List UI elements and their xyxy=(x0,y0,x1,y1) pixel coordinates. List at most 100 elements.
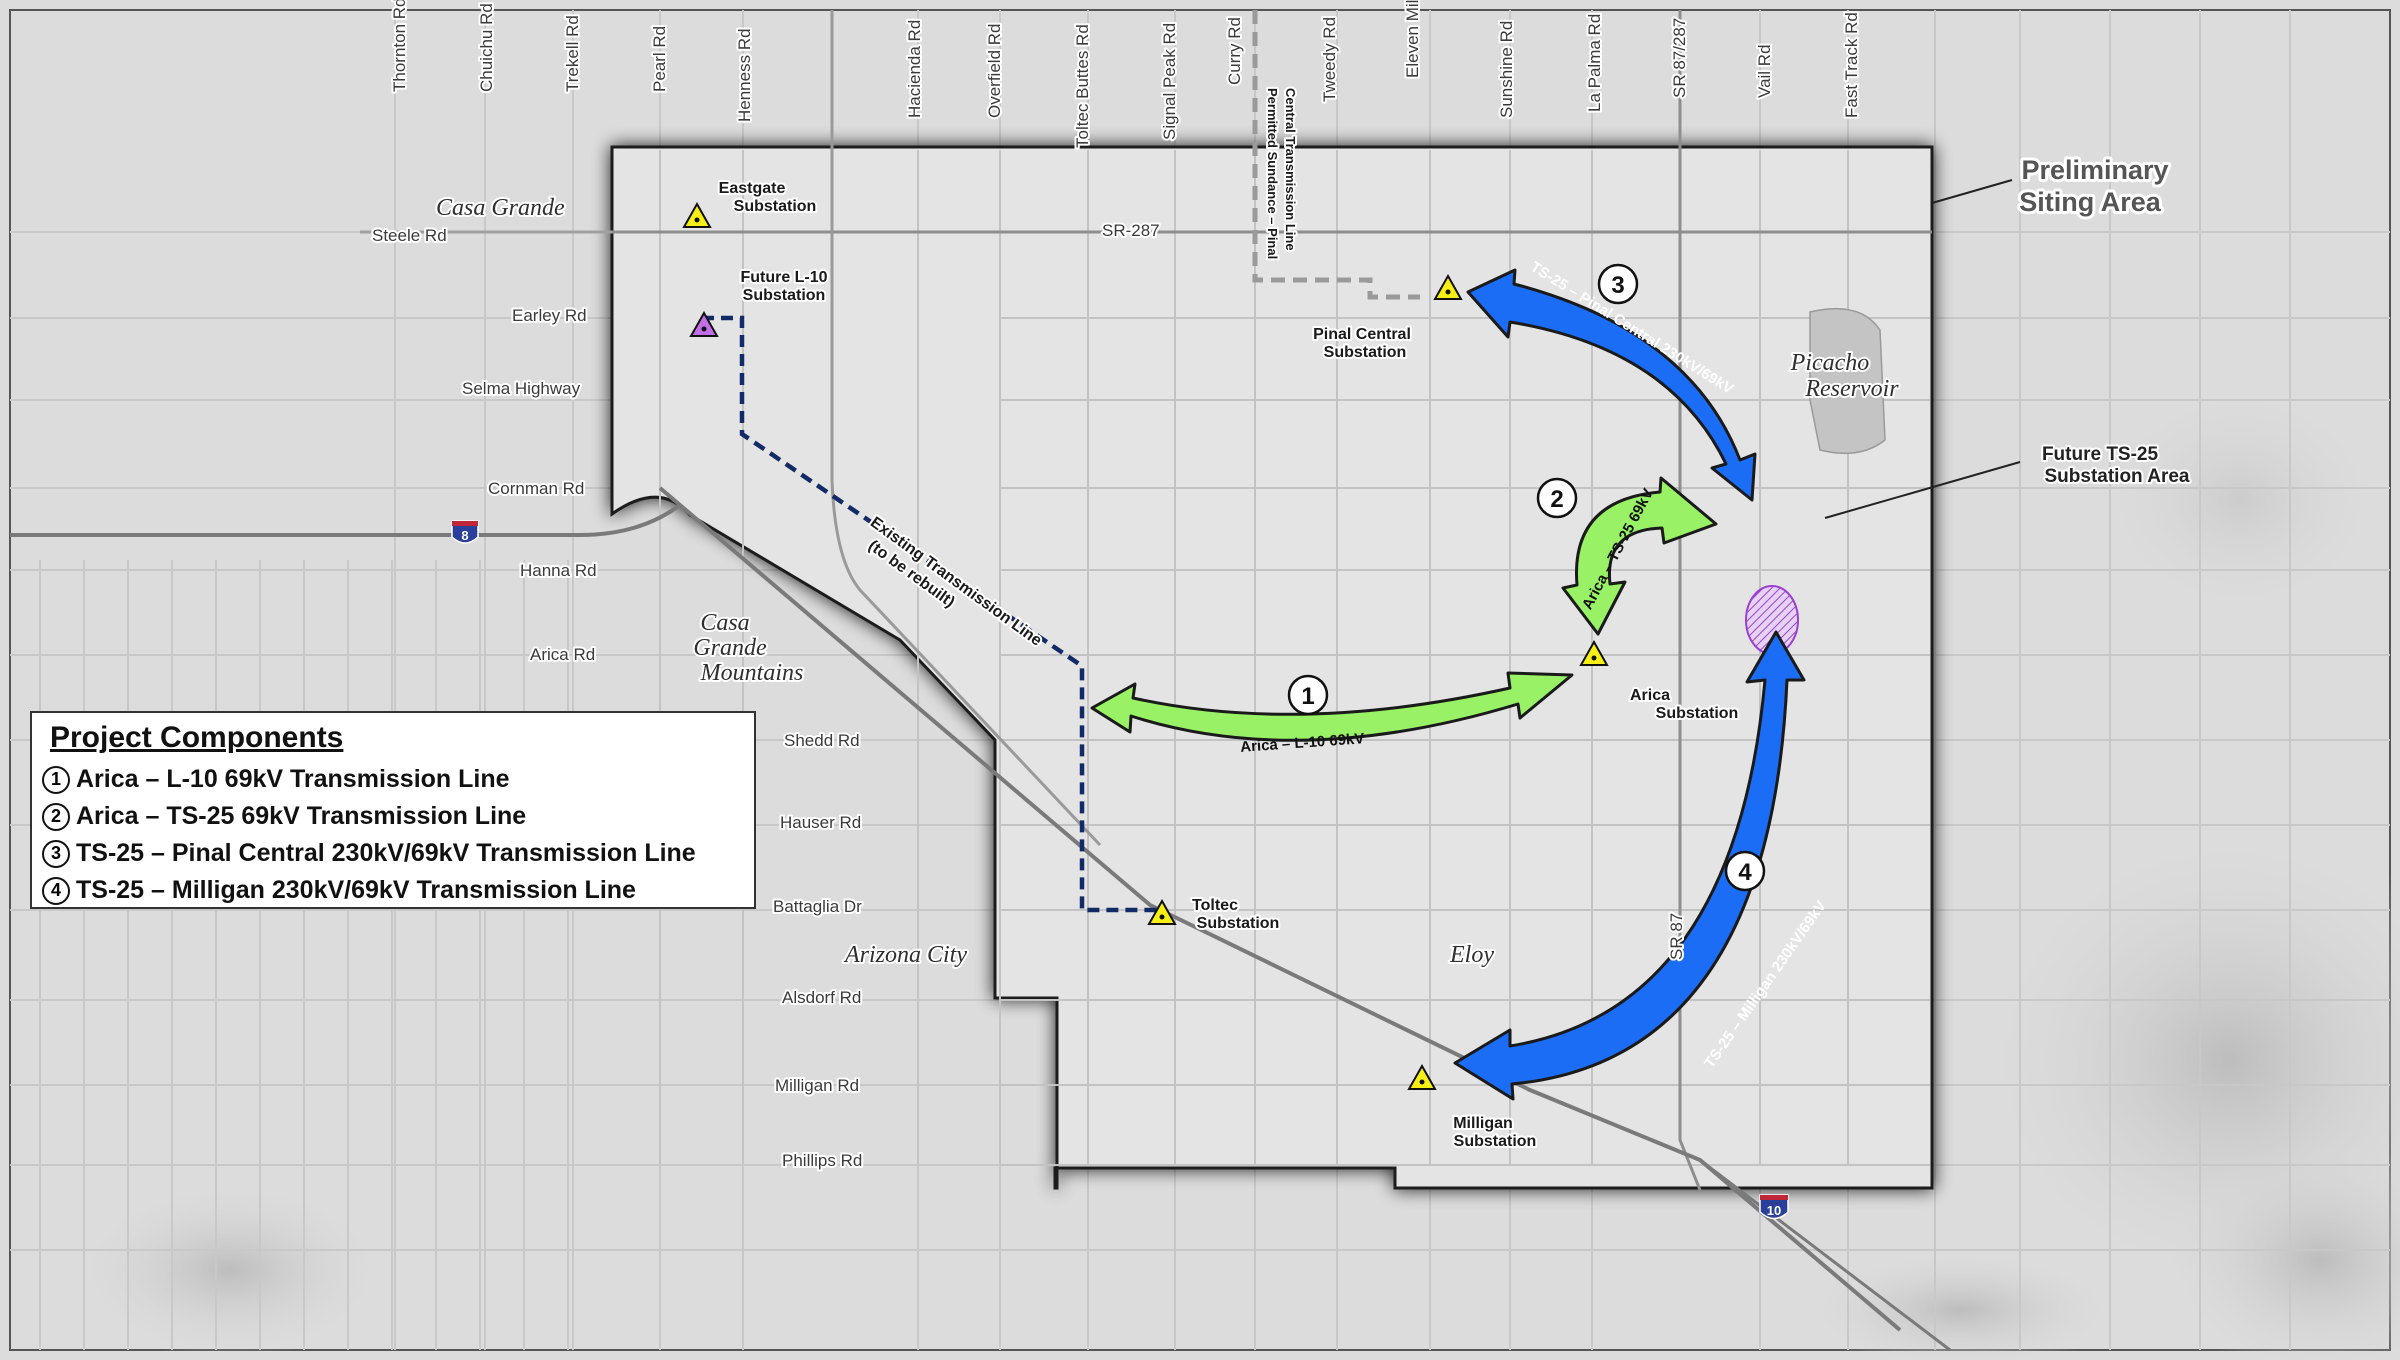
future-l10-label-2: Substation xyxy=(743,287,826,304)
badge-4: 4 xyxy=(1738,859,1752,886)
legend-text-3: TS-25 – Pinal Central 230kV/69kV Transmi… xyxy=(76,839,696,867)
legend-text-2: Arica – TS-25 69kV Transmission Line xyxy=(76,802,527,830)
label-phillips-rd: Phillips Rd xyxy=(782,1151,862,1170)
toltec-label-1: Toltec xyxy=(1192,897,1238,914)
interstate-shield-i10: 10 xyxy=(1759,1194,1789,1220)
town-eloy: Eloy xyxy=(1449,942,1494,968)
permitted-transmission-line xyxy=(1252,10,1420,300)
toltec-label-2: Substation xyxy=(1197,915,1280,932)
road-labels-ns: Thornton Rd Chuichu Rd Trekell Rd Pearl Rd H… xyxy=(388,0,1863,150)
badge-2: 2 xyxy=(1550,486,1563,513)
town-picacho-2: Reservoir xyxy=(1804,376,1899,402)
label-thornton-rd: Thornton Rd xyxy=(390,0,409,92)
label-hanna-rd: Hanna Rd xyxy=(520,561,597,580)
picacho-reservoir xyxy=(1809,307,1886,455)
legend-num-2: 2 xyxy=(42,802,70,831)
label-fast-track-rd: Fast Track Rd xyxy=(1842,12,1861,118)
legend-item-3: 3 TS-25 – Pinal Central 230kV/69kV Trans… xyxy=(42,835,744,872)
label-milligan-rd: Milligan Rd xyxy=(775,1076,859,1095)
permitted-line-label-2: Central Transmission Line xyxy=(1283,88,1298,251)
preliminary-label-2: Siting Area xyxy=(2019,187,2162,217)
permitted-line-label-1: Permitted Sundance – Pinal xyxy=(1265,88,1280,259)
label-steele-rd: Steele Rd xyxy=(372,226,447,245)
label-curry-rd: Curry Rd xyxy=(1225,17,1244,85)
label-hauser-rd: Hauser Rd xyxy=(780,813,861,832)
town-arizona-city: Arizona City xyxy=(843,942,967,968)
label-la-palma-rd: La Palma Rd xyxy=(1585,14,1604,112)
preliminary-label-1: Preliminary xyxy=(2021,155,2168,185)
label-arica-rd: Arica Rd xyxy=(530,645,595,664)
legend-title: Project Components xyxy=(50,721,344,754)
label-sunshine-rd: Sunshine Rd xyxy=(1497,21,1516,118)
future-l10-label-1: Future L-10 xyxy=(740,269,827,286)
future-ts25-label-1: Future TS-25 xyxy=(2042,444,2159,465)
label-vail-rd: Vail Rd xyxy=(1755,44,1774,98)
legend-text-1: Arica – L-10 69kV Transmission Line xyxy=(76,765,510,793)
label-trekell-rd: Trekell Rd xyxy=(563,15,582,92)
town-picacho-1: Picacho xyxy=(1790,350,1870,376)
eastgate-label-1: Eastgate xyxy=(719,180,786,197)
milligan-label-1: Milligan xyxy=(1453,1115,1513,1132)
town-cgm-2: Grande xyxy=(693,635,767,661)
town-cgm-3: Mountains xyxy=(700,660,804,686)
future-ts25-label-2: Substation Area xyxy=(2045,466,2190,487)
town-casa-grande: Casa Grande xyxy=(436,195,565,221)
label-chuichu-rd: Chuichu Rd xyxy=(477,3,496,92)
label-toltec-buttes-rd: Toltec Buttes Rd xyxy=(1073,24,1092,148)
label-cornman-rd: Cornman Rd xyxy=(488,479,584,498)
eastgate-label-2: Substation xyxy=(734,198,817,215)
future-ts25-leader xyxy=(1824,461,2021,519)
existing-transmission-line xyxy=(702,315,1160,913)
label-overfield-rd: Overfield Rd xyxy=(985,24,1004,118)
label-sr-87-287: SR 87/287 xyxy=(1670,18,1689,98)
pinal-central-label-1: Pinal Central xyxy=(1313,326,1411,343)
legend-num-3: 3 xyxy=(42,839,70,868)
number-badges: 1 2 3 4 xyxy=(1287,263,1766,892)
label-battaglia-dr: Battaglia Dr xyxy=(773,897,862,916)
label-shedd-rd: Shedd Rd xyxy=(784,731,860,750)
town-cgm-1: Casa xyxy=(700,610,749,636)
label-sr287: SR-287 xyxy=(1102,221,1160,240)
arica-label-1: Arica xyxy=(1630,687,1670,704)
label-earley-rd: Earley Rd xyxy=(512,306,587,325)
road-labels-ew: Steele Rd SR-287 Earley Rd Selma Highway… xyxy=(370,219,1688,1172)
map-frame xyxy=(9,9,2391,1351)
label-alsdorf-rd: Alsdorf Rd xyxy=(782,988,861,1007)
i8-number: 8 xyxy=(461,528,468,543)
label-henness-rd: Henness Rd xyxy=(735,28,754,122)
label-signal-peak-rd: Signal Peak Rd xyxy=(1160,23,1179,140)
legend-text-4: TS-25 – Milligan 230kV/69kV Transmission… xyxy=(76,876,636,904)
legend-num-1: 1 xyxy=(42,765,70,794)
label-pearl-rd: Pearl Rd xyxy=(650,26,669,92)
legend-item-2: 2 Arica – TS-25 69kV Transmission Line xyxy=(42,798,744,835)
label-sr87: SR 87 xyxy=(1667,913,1686,960)
label-selma-hwy: Selma Highway xyxy=(462,379,581,398)
label-eleven-mile-corner-rd: Eleven Mile Corner Rd xyxy=(1403,0,1422,78)
i10-number: 10 xyxy=(1767,1203,1781,1218)
interstate-shield-i8: 8 xyxy=(451,520,479,544)
badge-1: 1 xyxy=(1301,683,1314,710)
terrain xyxy=(70,380,2400,1360)
label-tweedy-rd: Tweedy Rd xyxy=(1320,17,1339,102)
badge-3: 3 xyxy=(1611,272,1624,299)
pinal-central-label-2: Substation xyxy=(1324,344,1407,361)
milligan-label-2: Substation xyxy=(1454,1133,1537,1150)
